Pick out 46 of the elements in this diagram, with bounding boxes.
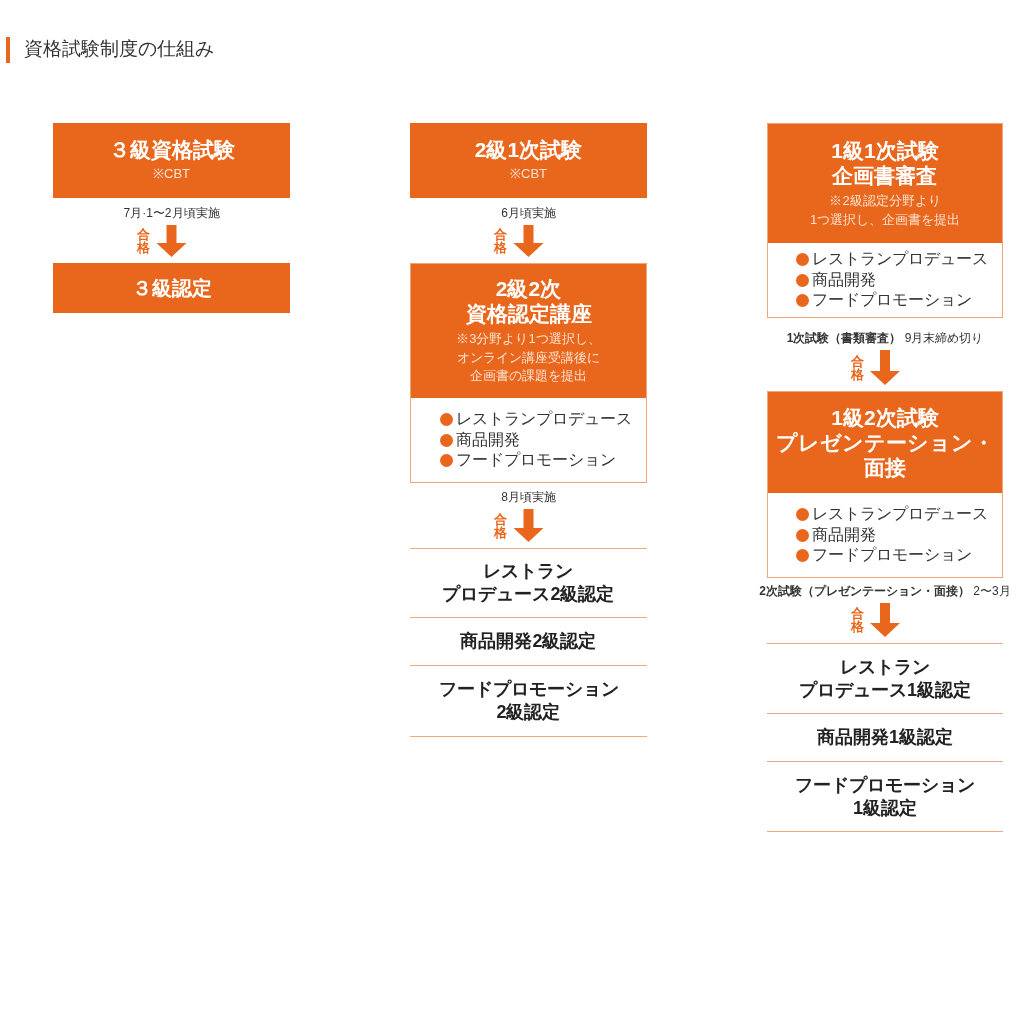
schedule-note: 2次試験（プレゼンテーション・面接） 2〜3月 [759, 584, 1011, 598]
exam-box [410, 123, 647, 198]
box-title: 2級2次資格認定講座 [465, 276, 592, 327]
arrow [513, 509, 544, 542]
edge-label: 合格 [493, 228, 508, 254]
box-title: 1級1次試験企画書審査 [831, 138, 939, 188]
arrow [513, 225, 544, 257]
box-title: 1級2次試験プレゼンテーション・面接 [776, 405, 994, 480]
certification-row: フードプロモーション2級認定 [410, 666, 647, 737]
arrow [870, 603, 900, 637]
certification-row: レストランプロデュース1級認定 [767, 643, 1003, 714]
list-item-text: フードプロモーション [456, 450, 616, 471]
box-title: 2級1次試験 [474, 137, 583, 163]
exam-box [53, 123, 290, 198]
note-text: ※CBT [510, 165, 547, 184]
certification-row: フードプロモーション1級認定 [767, 762, 1003, 832]
list-item-text: 商品開発 [812, 524, 876, 545]
edge-label: 合格 [136, 228, 151, 254]
schedule-note: 7月·1〜2月頃実施 [123, 206, 220, 220]
list-item-text: レストランプロデュース [812, 504, 988, 525]
list-item-text: 商品開発 [456, 429, 520, 450]
certification-box: ３級認定 [53, 263, 290, 313]
list-item-text: 商品開発 [812, 269, 876, 290]
note-text: ※3分野より1つ選択し、オンライン講座受講後に企画書の課題を提出 [456, 330, 601, 386]
schedule-note: 6月頃実施 [501, 206, 556, 220]
exam-card [767, 123, 1003, 318]
list-item-text: フードプロモーション [812, 545, 972, 566]
edge-label: 合格 [493, 512, 508, 539]
box-title: ３級資格試験 [108, 137, 235, 163]
arrow [156, 225, 187, 257]
schedule-note: 1次試験（書類審査） 9月末締め切り [786, 331, 984, 345]
list-item-text: フードプロモーション [812, 290, 972, 311]
edge-label: 合格 [850, 354, 864, 381]
course-card [410, 263, 647, 483]
note-text: ※2級認定分野より1つ選択し、企画書を提出 [809, 192, 961, 229]
note-text: ※CBT [153, 165, 190, 184]
list-item-text: レストランプロデュース [812, 249, 988, 270]
arrow [870, 350, 900, 385]
certification-row: 商品開発1級認定 [767, 714, 1003, 762]
edge-label: 合格 [850, 607, 864, 633]
certification-row: 商品開発2級認定 [410, 618, 647, 666]
certification-row: レストランプロデュース2級認定 [410, 548, 647, 618]
schedule-note: 8月頃実施 [501, 490, 556, 504]
list-item-text: レストランプロデュース [456, 409, 632, 430]
exam-card [767, 391, 1003, 578]
page-title: 資格試験制度の仕組み [24, 37, 214, 61]
